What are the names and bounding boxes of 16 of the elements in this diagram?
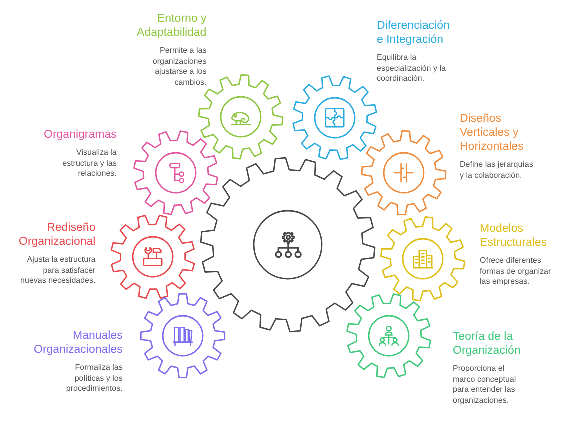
description: Formaliza las políticas y los procedimientos.: [66, 363, 123, 394]
heading: Manuales Organizacionales: [34, 329, 123, 357]
heading: Rediseño Organizacional: [19, 221, 96, 249]
description: Visualiza la estructura y las relaciones.: [62, 148, 117, 180]
description: Permite a las organizaciones ajustarse a los cambios.: [152, 46, 207, 88]
heading: Diseños Verticales y Horizontales: [460, 112, 524, 154]
heading: Modelos Estructurales: [480, 222, 548, 250]
heading: Entorno y Adaptabilidad: [137, 12, 207, 40]
description: Define las jerarquías y la colaboración.: [460, 160, 534, 181]
description: Ofrece diferentes formas de organizar las empresas.: [480, 256, 552, 288]
heading: Teoría de la Organización: [453, 330, 521, 358]
description: Ajusta la estructura para satisfacer nuevas necesidades.: [20, 255, 96, 286]
heading: Organigramas: [44, 128, 117, 142]
heading: Diferenciación e Integración: [377, 19, 450, 47]
description: Equilibra la especialización y la coordinación.: [377, 53, 446, 84]
description: Proporciona el marco conceptual para entender las organizaciones.: [453, 364, 516, 406]
